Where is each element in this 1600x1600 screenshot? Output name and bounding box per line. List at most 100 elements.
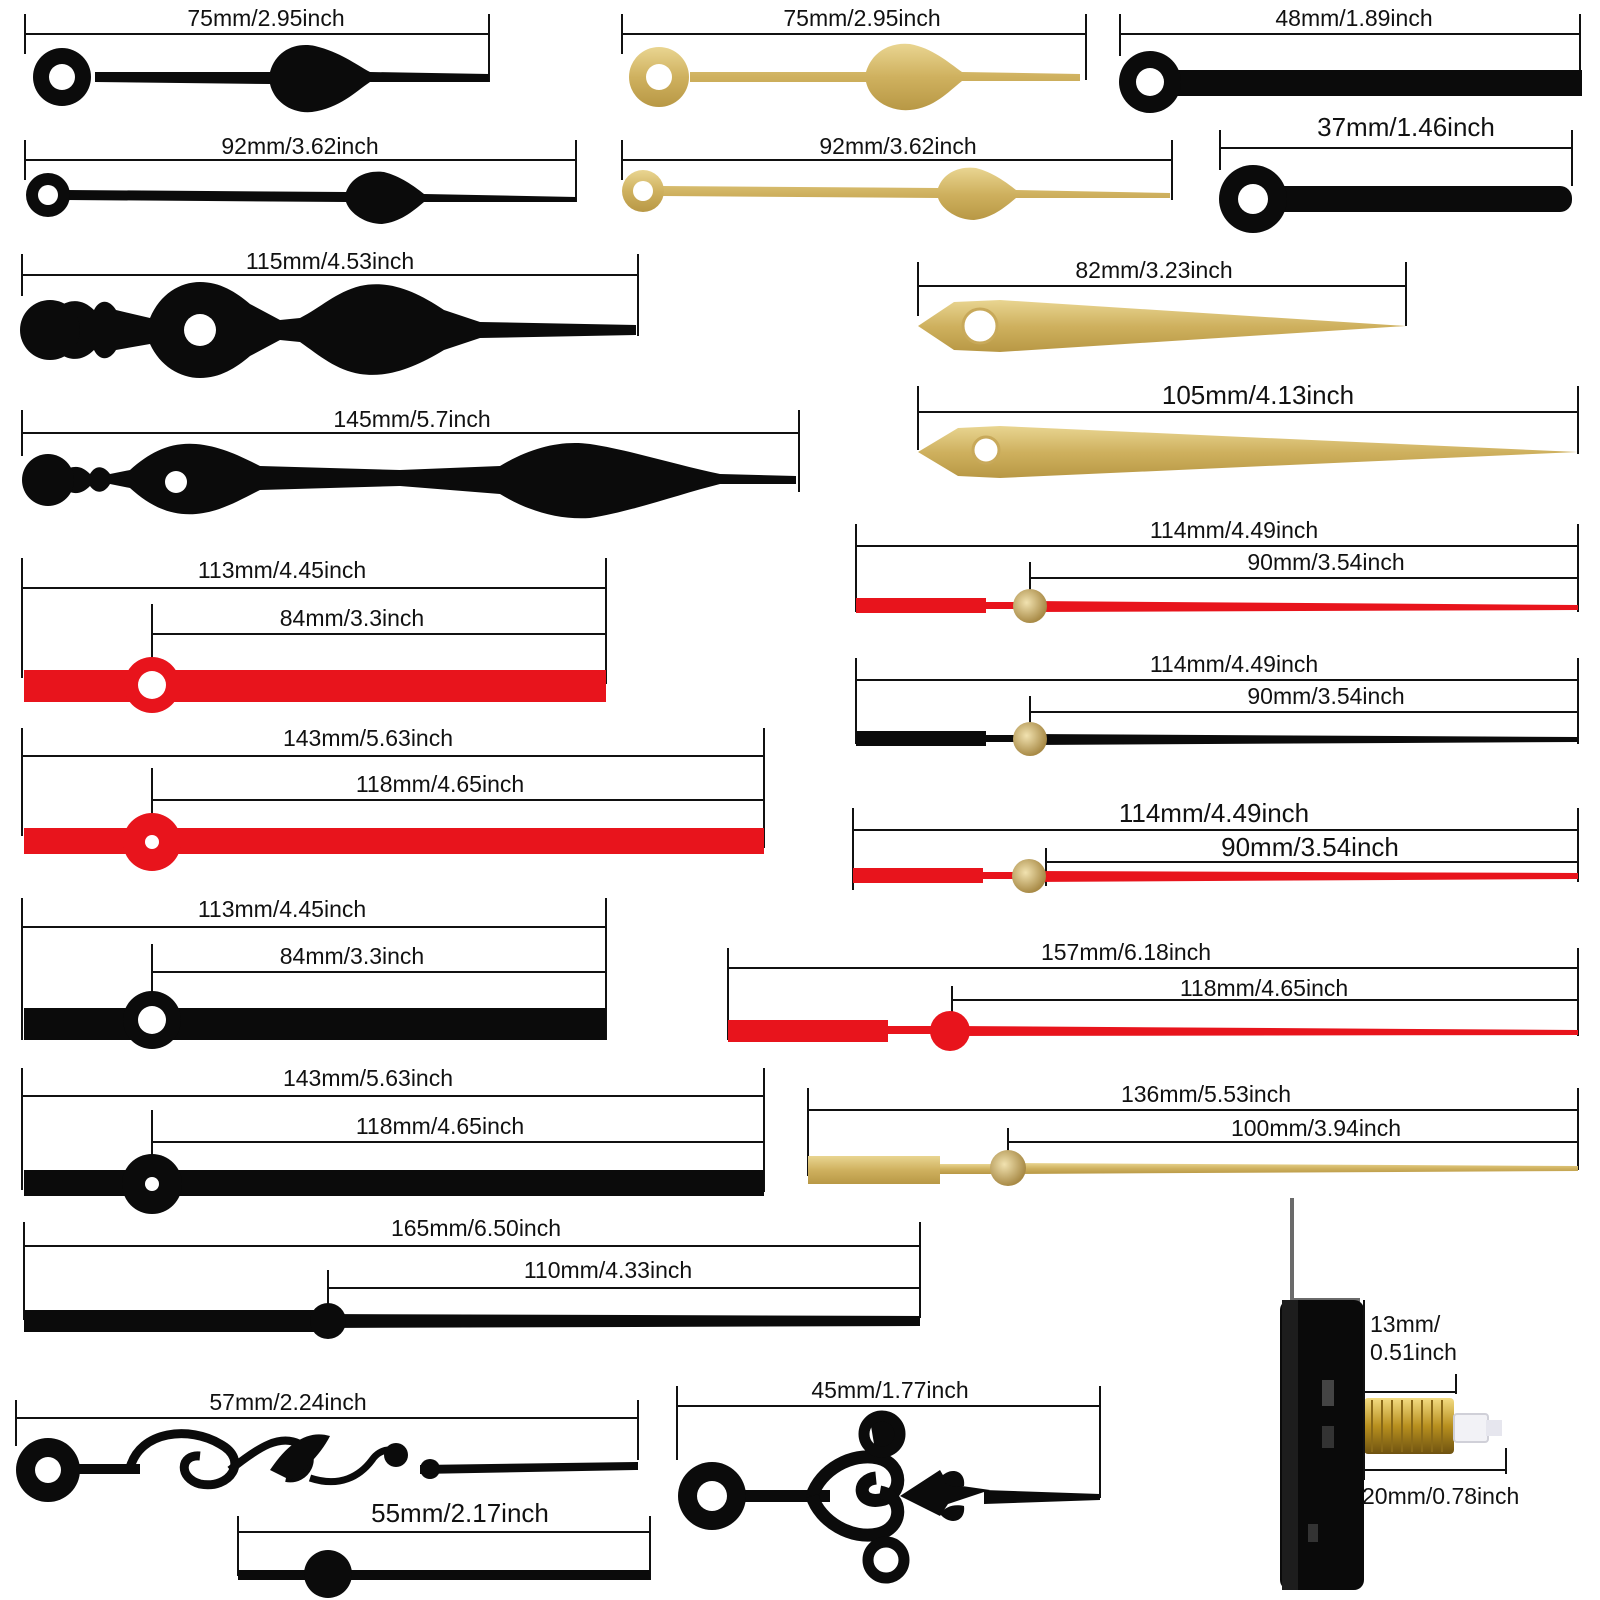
- hand-shape: [918, 300, 1406, 352]
- measurement-bracket: [855, 658, 1579, 744]
- hand-red-second-114mm-a: 114mm/4.49inch 90mm/3.54inch: [855, 517, 1579, 623]
- hand-red-second-113mm: 113mm/4.45inch 84mm/3.3inch: [21, 557, 607, 713]
- hand-black-straight-55mm: 55mm/2.17inch: [237, 1498, 651, 1598]
- hand-shape: [24, 670, 606, 702]
- measurement-bracket: [21, 410, 800, 492]
- length-label: 113mm/4.45inch: [198, 896, 366, 922]
- length-label: 75mm/2.95inch: [783, 5, 940, 31]
- hand-gold-spade-92mm: 92mm/3.62inch: [621, 133, 1173, 220]
- hand-shape: [856, 731, 1578, 746]
- hand-shape: [740, 1410, 1100, 1584]
- hand-shape: [918, 426, 1578, 478]
- hand-hub: [971, 435, 1001, 465]
- hand-black-second-114mm: 114mm/4.49inch 90mm/3.54inch: [855, 651, 1579, 756]
- measurement-bracket: [15, 1400, 639, 1460]
- hand-hub: [990, 1150, 1026, 1186]
- length-label: 143mm/5.63inch: [283, 725, 453, 751]
- hand-shape: [808, 1156, 1578, 1184]
- measurement-bracket: [1119, 14, 1581, 72]
- length-label: 105mm/4.13inch: [1162, 380, 1354, 410]
- measurement-bracket: [917, 386, 1579, 454]
- hand-shape: [1150, 70, 1582, 96]
- measurement-bracket: [1219, 130, 1573, 186]
- length-label: 114mm/4.49inch: [1150, 517, 1318, 543]
- measurement-bracket: [24, 140, 577, 202]
- hand-shape: [728, 1020, 1578, 1042]
- hand-shape: [662, 167, 1170, 220]
- shaft-length-label-line2: 0.51inch: [1370, 1339, 1457, 1365]
- hand-black-filigree-45mm: 45mm/1.77inch: [676, 1377, 1101, 1584]
- clock-movement: 13mm/ 0.51inch 20mm/0.78inch: [1280, 1198, 1519, 1590]
- length-label: 75mm/2.95inch: [187, 5, 344, 31]
- tip-length-label: 90mm/3.54inch: [1247, 683, 1404, 709]
- measurement-bracket: [24, 14, 490, 82]
- hand-shape: [62, 442, 796, 519]
- hand-shape: [690, 43, 1080, 111]
- hand-hub: [1013, 589, 1047, 623]
- hand-hub: [930, 1011, 970, 1051]
- tip-length-label: 118mm/4.65inch: [356, 771, 524, 797]
- hand-hub: [961, 307, 999, 345]
- length-label: 37mm/1.46inch: [1317, 112, 1495, 142]
- tip-length-label: 84mm/3.3inch: [280, 943, 424, 969]
- hand-black-filigree-57mm: 57mm/2.24inch: [15, 1389, 639, 1502]
- length-label: 48mm/1.89inch: [1275, 5, 1432, 31]
- hand-hub: [310, 1303, 346, 1339]
- hand-black-straight-48mm: 48mm/1.89inch: [1119, 5, 1582, 113]
- tip-length-label: 118mm/4.65inch: [1180, 975, 1348, 1001]
- length-label: 82mm/3.23inch: [1075, 257, 1232, 283]
- hand-black-second-113mm: 113mm/4.45inch 84mm/3.3inch: [21, 896, 607, 1049]
- length-label: 92mm/3.62inch: [221, 133, 378, 159]
- hand-hub: [304, 1550, 352, 1598]
- measurement-bracket: [21, 1068, 765, 1192]
- tip-length-label: 84mm/3.3inch: [280, 605, 424, 631]
- length-label: 45mm/1.77inch: [811, 1377, 968, 1403]
- tip-length-label: 90mm/3.54inch: [1247, 549, 1404, 575]
- hand-hub: [184, 314, 216, 346]
- measurement-bracket: [237, 1516, 651, 1580]
- measurement-bracket: [727, 948, 1579, 1040]
- measurement-bracket: [621, 140, 1173, 200]
- hand-shape: [95, 45, 489, 113]
- hand-shape: [1250, 186, 1572, 212]
- hand-shape: [238, 1570, 650, 1580]
- hand-shape: [856, 598, 1578, 613]
- length-label: 136mm/5.53inch: [1121, 1081, 1291, 1107]
- measurement-bracket: [917, 262, 1407, 326]
- hand-shape: [853, 868, 1578, 883]
- hand-shape: [60, 1429, 638, 1490]
- length-label: 143mm/5.63inch: [283, 1065, 453, 1091]
- length-label: 55mm/2.17inch: [371, 1498, 549, 1528]
- hand-red-second-114mm-b: 114mm/4.49inch 90mm/3.54inch: [852, 798, 1579, 893]
- total-shaft-length-label: 20mm/0.78inch: [1362, 1483, 1519, 1509]
- hand-shape: [60, 282, 636, 378]
- measurement-bracket: [676, 1386, 1101, 1498]
- hand-gold-second-136mm: 136mm/5.53inch 100mm/3.94inch: [807, 1081, 1579, 1186]
- hand-hub: [1013, 722, 1047, 756]
- hand-black-spade-92mm: 92mm/3.62inch: [24, 133, 577, 224]
- measurement-bracket: [21, 254, 639, 336]
- hand-black-second-165mm: 165mm/6.50inch 110mm/4.33inch: [23, 1215, 921, 1339]
- tip-length-label: 118mm/4.65inch: [356, 1113, 524, 1139]
- measurement-bracket: [21, 728, 765, 848]
- length-label: 165mm/6.50inch: [391, 1215, 561, 1241]
- measurement-bracket: [21, 558, 607, 684]
- hand-hub: [1012, 859, 1046, 893]
- length-label: 114mm/4.49inch: [1119, 798, 1309, 828]
- length-label: 114mm/4.49inch: [1150, 651, 1318, 677]
- measurement-bracket: [1363, 1300, 1507, 1480]
- length-label: 113mm/4.45inch: [198, 557, 366, 583]
- measurement-bracket: [23, 1222, 921, 1320]
- threaded-shaft: [1364, 1398, 1454, 1454]
- hand-red-second-157mm: 157mm/6.18inch 118mm/4.65inch: [727, 939, 1579, 1051]
- length-label: 92mm/3.62inch: [819, 133, 976, 159]
- hand-hub: [165, 471, 187, 493]
- tip-length-label: 90mm/3.54inch: [1221, 832, 1399, 862]
- hand-black-ornate-145mm: 145mm/5.7inch: [21, 406, 800, 519]
- hand-black-second-143mm: 143mm/5.63inch 118mm/4.65inch: [21, 1065, 765, 1214]
- hand-black-ornate-115mm: 115mm/4.53inch: [20, 248, 639, 378]
- shaft-length-label-line1: 13mm/: [1370, 1311, 1441, 1337]
- hand-gold-tapered-105mm: 105mm/4.13inch: [917, 380, 1579, 478]
- hand-black-spade-75mm: 75mm/2.95inch: [24, 5, 490, 113]
